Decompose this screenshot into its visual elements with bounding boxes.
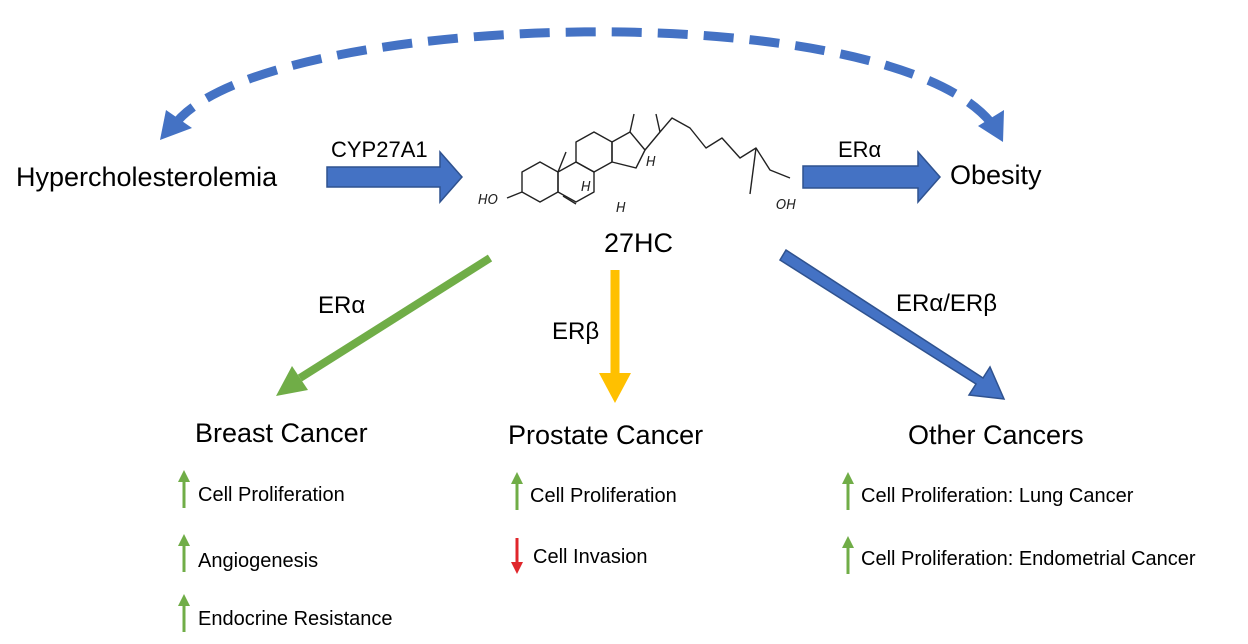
down-arrow-icon — [511, 538, 523, 574]
27hc-molecule-structure — [506, 113, 791, 205]
other-effect-2: Cell Proliferation: Endometrial Cancer — [861, 548, 1196, 570]
dashed-arc-right-arrowhead — [978, 110, 1004, 142]
breast-cancer-title: Breast Cancer — [195, 418, 368, 448]
other-effect-1: Cell Proliferation: Lung Cancer — [861, 485, 1134, 507]
other-cancers-title: Other Cancers — [908, 420, 1084, 450]
prostate-cancer-title: Prostate Cancer — [508, 420, 704, 450]
molecule-h-label-2: H — [616, 201, 626, 216]
breast-receptor-label: ERα — [318, 292, 366, 319]
up-arrow-icon — [178, 594, 190, 632]
cyp27a1-label: CYP27A1 — [331, 137, 428, 162]
hypercholesterolemia-label: Hypercholesterolemia — [16, 162, 278, 192]
era-breast-arrowhead — [276, 366, 308, 396]
dashed-arc-left-arrowhead — [160, 110, 192, 140]
up-arrow-icon — [511, 472, 523, 510]
prostate-effect-2: Cell Invasion — [533, 546, 648, 568]
dashed-feedback-arc — [168, 27, 999, 131]
era-obesity-block-arrow — [802, 150, 941, 204]
cyp27a1-block-arrow — [326, 150, 463, 204]
up-arrow-icon — [178, 534, 190, 572]
up-arrow-icon — [842, 536, 854, 574]
molecule-h-label-1: H — [581, 180, 591, 195]
up-arrow-icon — [842, 472, 854, 510]
molecule-h-label-3: H — [646, 155, 656, 170]
obesity-label: Obesity — [950, 160, 1042, 190]
era-erb-other-arrow — [778, 248, 1006, 400]
breast-effect-3: Endocrine Resistance — [198, 608, 393, 630]
breast-effect-2: Angiogenesis — [198, 550, 319, 572]
erb-prostate-arrowhead — [599, 373, 631, 403]
27hc-label: 27HC — [604, 228, 674, 258]
molecule-ho-label: HO — [478, 193, 498, 208]
prostate-effect-1: Cell Proliferation — [530, 485, 677, 507]
breast-effect-1: Cell Proliferation — [198, 484, 345, 506]
era-obesity-label: ERα — [838, 137, 882, 162]
molecule-oh-label: OH — [776, 198, 796, 213]
prostate-receptor-label: ERβ — [552, 318, 600, 345]
era-breast-arrow-shaft — [297, 254, 493, 382]
other-receptor-label: ERα/ERβ — [896, 290, 998, 317]
up-arrow-icon — [178, 470, 190, 508]
